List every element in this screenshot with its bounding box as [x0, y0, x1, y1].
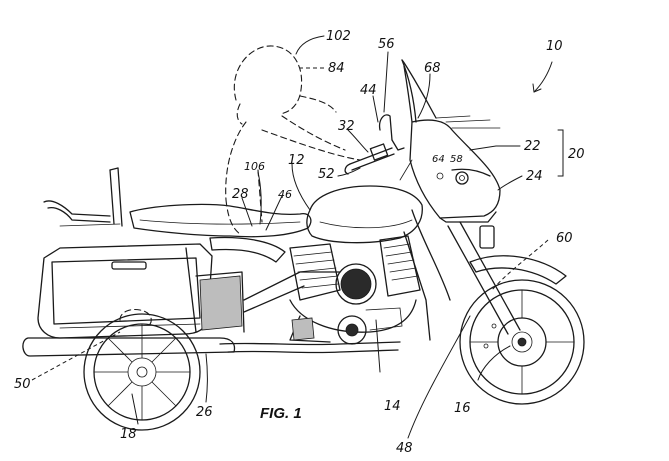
fuel-tank — [306, 185, 423, 244]
label-102: 102 — [326, 29, 351, 44]
engine — [289, 235, 421, 345]
label-48: 48 — [396, 441, 413, 456]
front-wheel — [459, 279, 585, 405]
label-106: 106 — [244, 160, 265, 173]
figure-caption: FIG. 1 — [260, 405, 302, 422]
label-12: 12 — [288, 153, 305, 168]
leader-lines — [31, 35, 564, 439]
label-26: 26 — [196, 405, 213, 420]
label-44: 44 — [360, 83, 377, 98]
label-16: 16 — [454, 401, 471, 416]
label-46: 46 — [278, 188, 292, 201]
label-68: 68 — [424, 61, 441, 76]
reference-numerals: 10 102 84 56 68 44 32 22 20 24 64 58 52 … — [14, 29, 585, 456]
label-56: 56 — [378, 37, 395, 52]
exhaust — [22, 337, 401, 357]
fairing — [399, 119, 501, 223]
saddlebag — [37, 243, 213, 339]
label-32: 32 — [338, 119, 355, 134]
front-fork — [447, 221, 567, 335]
label-60: 60 — [556, 231, 573, 246]
label-24: 24 — [526, 169, 543, 184]
label-52: 52 — [318, 167, 335, 182]
windshield — [401, 59, 501, 129]
rear-fender — [209, 236, 286, 263]
handlebar — [344, 114, 405, 175]
label-22: 22 — [524, 139, 541, 154]
label-50: 50 — [14, 377, 31, 392]
label-10: 10 — [546, 39, 563, 54]
label-58: 58 — [450, 154, 463, 165]
label-64: 64 — [432, 154, 445, 165]
frame — [185, 209, 451, 341]
rear-wheel — [83, 313, 201, 431]
label-18: 18 — [120, 427, 137, 442]
label-84: 84 — [328, 61, 345, 76]
label-14: 14 — [384, 399, 401, 414]
luggage-rack — [43, 167, 123, 227]
label-20: 20 — [568, 147, 585, 162]
seat — [129, 203, 312, 238]
label-28: 28 — [232, 187, 249, 202]
